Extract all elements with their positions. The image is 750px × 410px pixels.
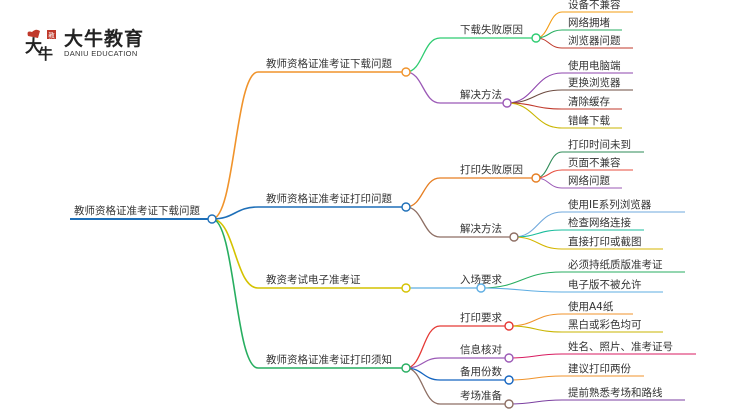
- branch-connector: [211, 218, 259, 369]
- leaf-node-label: 清除缓存: [568, 95, 610, 108]
- leaf-node-label: 更换浏览器: [568, 76, 621, 89]
- root-collapse-icon: [207, 214, 217, 224]
- branch-node-label: 教师资格证准考证下载问题: [266, 57, 392, 70]
- leaf-node-label: 黑白或彩色均可: [568, 318, 642, 331]
- branch-node-label: 教资考试电子准考证: [266, 273, 361, 286]
- leaf-node-label: 使用A4纸: [568, 300, 614, 313]
- subbranch-connector: [405, 37, 441, 73]
- subbranch-connector: [405, 325, 441, 369]
- branch-collapse-icon: [401, 363, 411, 373]
- leaf-connector: [508, 353, 563, 359]
- subbranch-node-label: 入场要求: [460, 273, 502, 286]
- subbranch-collapse-icon: [531, 33, 541, 43]
- leaf-node-label: 网络问题: [568, 174, 610, 187]
- branch-connector: [211, 206, 259, 220]
- subbranch-collapse-icon: [504, 353, 514, 363]
- subbranch-node-label: 解决方法: [460, 88, 502, 101]
- subbranch-connector: [405, 71, 441, 104]
- leaf-node-label: 网络拥堵: [568, 16, 610, 29]
- subbranch-collapse-icon: [504, 399, 514, 409]
- leaf-node-label: 浏览器问题: [568, 34, 621, 47]
- leaf-node-label: 必须持纸质版准考证: [568, 258, 663, 271]
- subbranch-node-label: 考场准备: [460, 389, 502, 402]
- subbranch-connector: [405, 206, 441, 238]
- leaf-node-label: 使用IE系列浏览器: [568, 198, 652, 211]
- logo-mark-icon: 大 牛 教: [22, 26, 58, 63]
- brand-logo: 大 牛 教 大牛教育 DANIU EDUCATION: [22, 26, 145, 63]
- leaf-node-label: 设备不兼容: [568, 0, 621, 11]
- subbranch-collapse-icon: [502, 98, 512, 108]
- branch-collapse-icon: [401, 283, 411, 293]
- leaf-connector: [508, 375, 563, 381]
- leaf-node-label: 直接打印或截图: [568, 235, 642, 248]
- branch-collapse-icon: [401, 202, 411, 212]
- leaf-connector: [480, 287, 563, 293]
- leaf-connector: [508, 313, 563, 327]
- subbranch-node-label: 打印要求: [460, 311, 502, 324]
- branch-node-label: 教师资格证准考证打印问题: [266, 192, 392, 205]
- leaf-node-label: 错峰下载: [568, 114, 610, 127]
- leaf-node-label: 姓名、照片、准考证号: [568, 340, 673, 353]
- leaf-connector: [506, 72, 563, 104]
- subbranch-node-label: 打印失败原因: [460, 163, 523, 176]
- leaf-node-label: 建议打印两份: [568, 362, 631, 375]
- leaf-connector: [513, 236, 563, 250]
- subbranch-collapse-icon: [504, 321, 514, 331]
- leaf-node-label: 检查网络连接: [568, 216, 631, 229]
- leaf-connector: [508, 399, 563, 405]
- leaf-connector: [480, 271, 563, 289]
- leaf-node-label: 电子版不被允许: [568, 278, 642, 291]
- svg-text:牛: 牛: [38, 45, 53, 62]
- leaf-node-label: 页面不兼容: [568, 156, 621, 169]
- subbranch-node-label: 解决方法: [460, 222, 502, 235]
- subbranch-collapse-icon: [509, 232, 519, 242]
- subbranch-node-label: 信息核对: [460, 343, 502, 356]
- branch-collapse-icon: [401, 67, 411, 77]
- leaf-connector: [506, 89, 563, 104]
- subbranch-collapse-icon: [476, 283, 486, 293]
- subbranch-collapse-icon: [531, 173, 541, 183]
- leaf-connector: [506, 102, 563, 129]
- leaf-node-label: 打印时间未到: [568, 138, 631, 151]
- leaf-node-label: 使用电脑端: [568, 59, 621, 72]
- subbranch-node-label: 下载失败原因: [460, 23, 523, 36]
- subbranch-collapse-icon: [504, 375, 514, 385]
- branch-connector: [211, 218, 259, 289]
- leaf-node-label: 提前熟悉考场和路线: [568, 386, 663, 399]
- branch-node-label: 教师资格证准考证打印须知: [266, 353, 392, 366]
- root-node-label: 教师资格证准考证下载问题: [74, 204, 200, 217]
- branch-connector: [211, 71, 259, 220]
- svg-text:教: 教: [48, 31, 55, 40]
- logo-name-en: DANIU EDUCATION: [64, 49, 138, 58]
- subbranch-node-label: 备用份数: [460, 365, 502, 378]
- leaf-connector: [508, 325, 563, 333]
- svg-text:大: 大: [25, 36, 42, 57]
- logo-name-cn: 大牛教育: [64, 28, 145, 50]
- subbranch-connector: [405, 177, 441, 208]
